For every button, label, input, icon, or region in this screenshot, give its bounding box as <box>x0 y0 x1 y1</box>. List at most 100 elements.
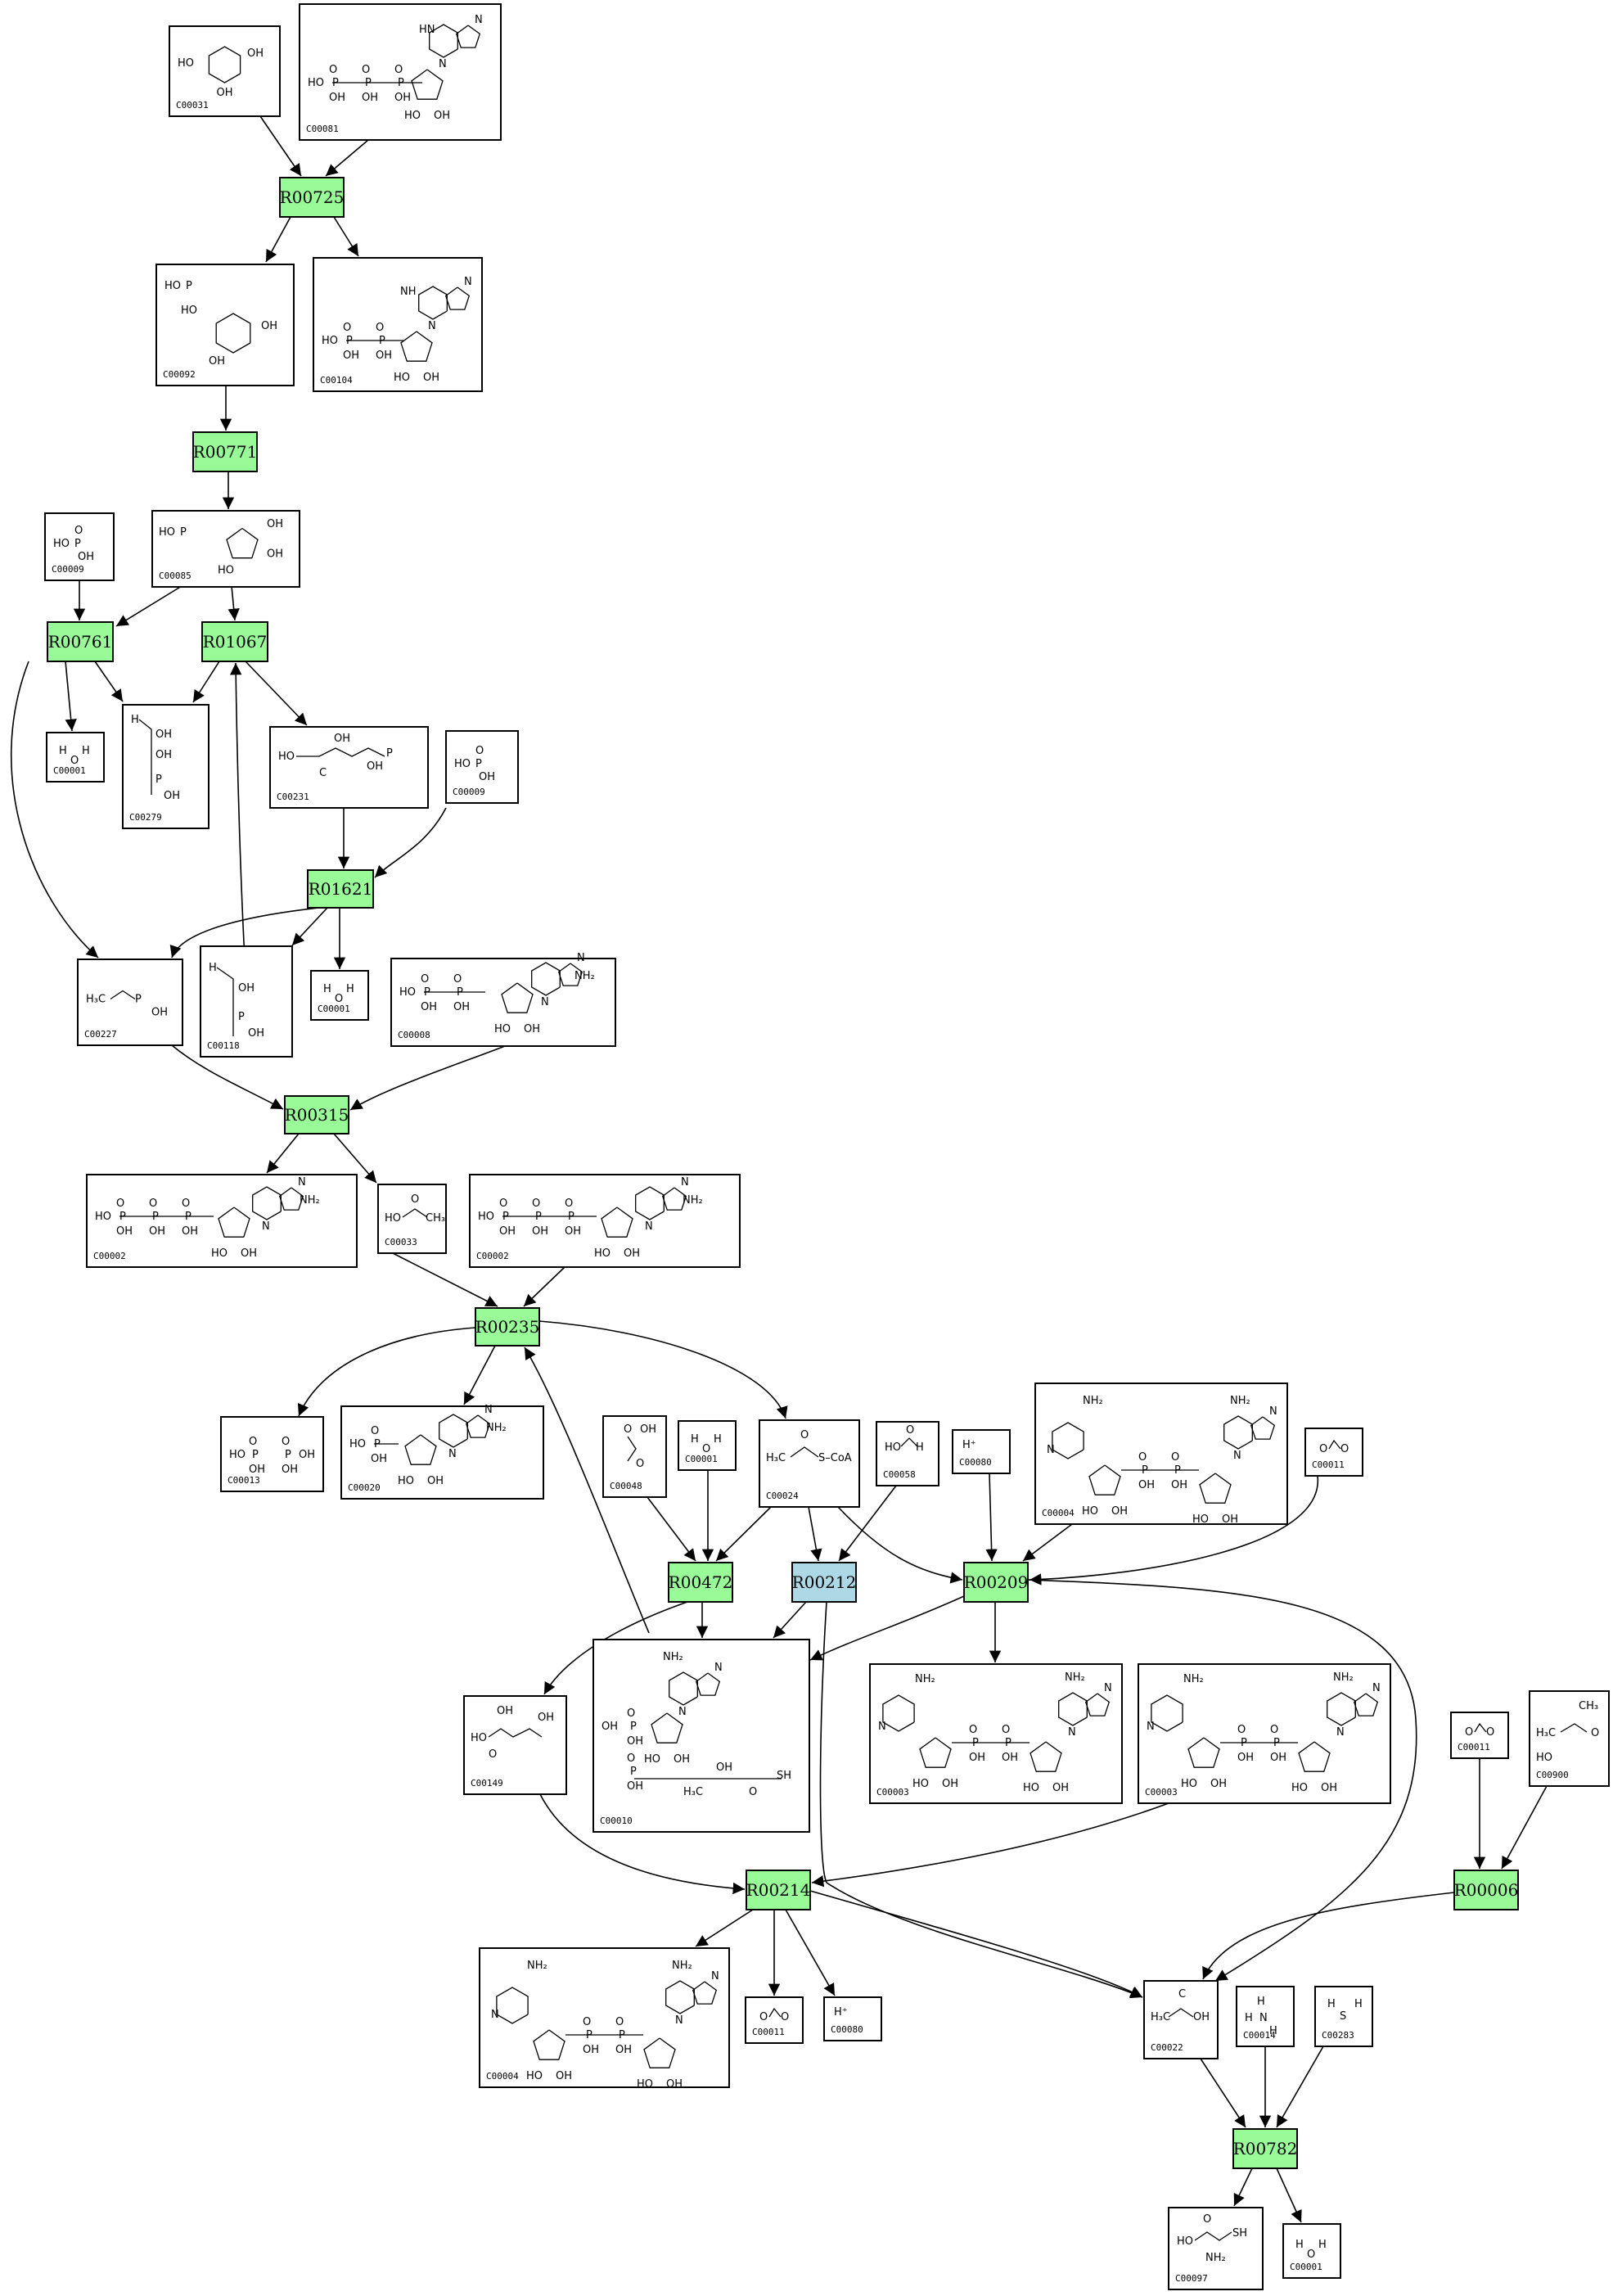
atom-label: OH <box>376 350 392 362</box>
structure-icon: H⁺ <box>962 1439 976 1451</box>
atom-label: N <box>675 2014 683 2027</box>
atom-label: H <box>1295 2239 1304 2251</box>
compound-box <box>1168 2207 1264 2290</box>
compound-id-label: C00227 <box>84 1029 117 1040</box>
atom-label: OH <box>453 1001 470 1013</box>
reaction-node[interactable]: R00725 <box>279 177 345 218</box>
atom-label: OH <box>164 790 180 802</box>
atom-label: N <box>645 1220 653 1233</box>
reaction-node[interactable]: R00472 <box>668 1562 733 1603</box>
atom-label: SH <box>1232 2227 1247 2240</box>
compound-id-label: C00001 <box>685 1454 718 1464</box>
atom-label: OH <box>423 372 439 384</box>
atom-label: H <box>1318 2239 1327 2251</box>
reaction-node[interactable]: R00235 <box>475 1307 540 1346</box>
reaction-node[interactable]: R00212 <box>791 1562 857 1603</box>
reaction-label: R00315 <box>285 1105 349 1125</box>
reaction-node[interactable]: R00006 <box>1453 1870 1519 1910</box>
compound-id-label: C00011 <box>1312 1459 1345 1470</box>
reaction-edge <box>1200 2058 1246 2128</box>
reaction-node[interactable]: R00782 <box>1232 2128 1298 2169</box>
atom-label: OH <box>155 749 172 761</box>
compound-box <box>1529 1690 1610 1787</box>
compound-box <box>269 726 429 809</box>
reaction-edge <box>715 1506 772 1562</box>
atom-label: H₃C <box>1151 2011 1170 2023</box>
atom-label: O <box>249 1436 257 1448</box>
reaction-node[interactable]: R00771 <box>192 431 258 472</box>
compound-box <box>1138 1663 1391 1804</box>
atom-label: OH <box>601 1721 618 1733</box>
atom-label: H <box>916 1441 924 1454</box>
atom-label: NH₂ <box>300 1194 320 1207</box>
atom-label: N <box>577 952 585 964</box>
compound-box <box>340 1405 544 1500</box>
reaction-edge <box>1276 2167 1302 2223</box>
atom-label: N <box>1147 1721 1155 1733</box>
atom-label: OH <box>371 1453 387 1465</box>
reaction-node[interactable]: R00214 <box>746 1870 811 1910</box>
reaction-edge <box>169 907 320 959</box>
compound-box <box>77 959 183 1046</box>
atom-label: OH <box>524 1023 540 1035</box>
reaction-node[interactable]: R00209 <box>963 1562 1029 1603</box>
compound-node[interactable]: H⁺C00080 <box>823 1996 882 2041</box>
reaction-node[interactable]: R01067 <box>201 621 268 662</box>
atom-label: O <box>335 993 343 1005</box>
compound-box <box>377 1184 447 1254</box>
compound-id-label: C00283 <box>1322 2030 1354 2041</box>
compound-id-label: C00081 <box>306 124 339 134</box>
reaction-node[interactable]: R00315 <box>284 1095 349 1134</box>
atom-label: O <box>1486 1726 1494 1739</box>
reaction-node[interactable]: R00761 <box>47 621 114 662</box>
reaction-label: R00472 <box>669 1572 733 1592</box>
atom-label: OH <box>217 87 233 99</box>
reaction-node[interactable]: R01621 <box>307 869 374 909</box>
compound-node[interactable]: H⁺C00080 <box>952 1429 1011 1474</box>
atom-label: HO <box>398 1475 414 1487</box>
atom-label: H <box>59 745 67 757</box>
